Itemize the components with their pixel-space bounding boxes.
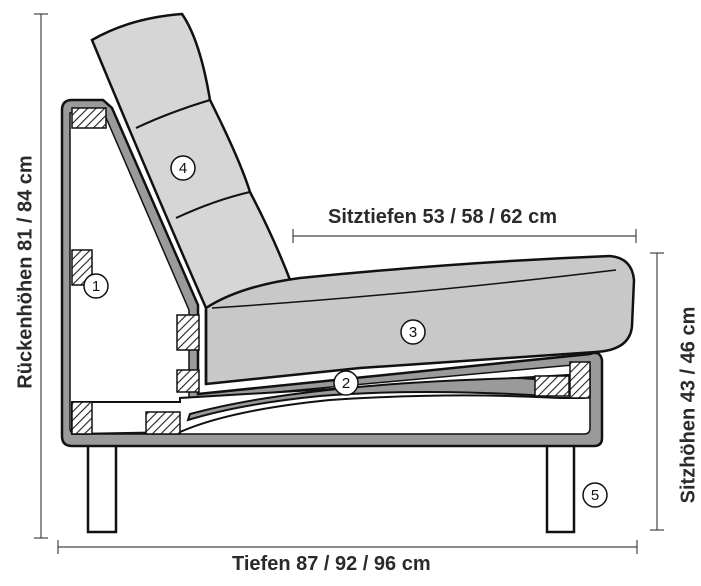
legs [86, 443, 576, 534]
callout-1: 1 [83, 273, 109, 299]
sofa-frame [60, 98, 604, 448]
svg-text:4: 4 [179, 160, 187, 177]
callout-2: 2 [333, 370, 359, 396]
wood-block [71, 249, 93, 286]
depth-label: Tiefen 87 / 92 / 96 cm [232, 553, 431, 575]
back-height-label: Rückenhöhen 81 / 84 cm [14, 155, 37, 389]
slat-mechanism [186, 376, 549, 422]
callout-5: 5 [582, 482, 608, 508]
wood-block [176, 314, 200, 351]
rear-leg [545, 443, 576, 534]
svg-text:3: 3 [409, 324, 417, 341]
wood-blocks [71, 107, 591, 435]
front-leg [86, 443, 118, 534]
svg-text:5: 5 [591, 487, 599, 504]
wood-block [569, 361, 591, 399]
wood-block [71, 107, 107, 129]
seat-cushion [204, 254, 636, 386]
callout-4: 4 [170, 155, 196, 181]
svg-text:2: 2 [342, 375, 350, 392]
wood-block [145, 411, 181, 435]
wood-block [71, 401, 93, 435]
svg-text:1: 1 [92, 278, 100, 295]
seat-height-label: Sitzhöhen 43 / 46 cm [677, 306, 700, 504]
wood-block [534, 375, 570, 397]
wood-block [176, 369, 200, 393]
seat-depth-label: Sitztiefen 53 / 58 / 62 cm [328, 206, 557, 228]
callout-3: 3 [400, 319, 426, 345]
dimension-lines [34, 13, 664, 554]
